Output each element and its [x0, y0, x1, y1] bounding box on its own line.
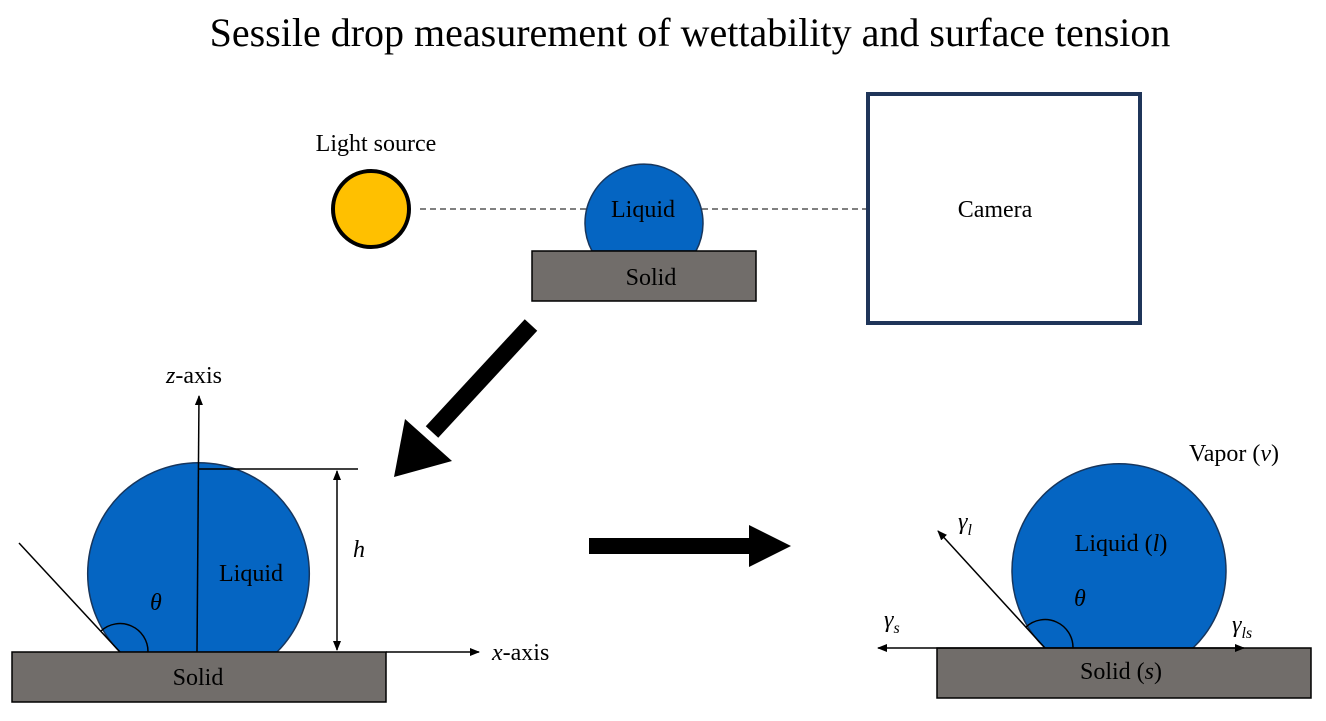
profile-panel: Solid Liquid z-axis x-axis h θ — [11, 363, 549, 703]
profile-tangent-line — [18, 542, 121, 653]
forces-liquid-label: Liquid (l) — [1075, 531, 1168, 557]
z-axis — [194, 395, 203, 653]
forces-solid-substrate — [936, 647, 1312, 699]
flow-arrows — [394, 319, 791, 567]
profile-solid-label: Solid — [173, 665, 224, 691]
gamma-s-label: γs — [884, 607, 900, 637]
z-axis-label: z-axis — [165, 363, 222, 389]
right-arrow-head — [749, 525, 791, 567]
forces-droplet — [1011, 462, 1227, 649]
camera-label: Camera — [958, 197, 1033, 223]
setup-solid-label: Solid — [626, 265, 677, 291]
down-arrow-shaft — [425, 319, 538, 438]
vapor-label: Vapor (v) — [1189, 441, 1279, 467]
x-axis-label: x-axis — [491, 640, 549, 666]
height-symbol: h — [353, 537, 365, 563]
down-arrow-head — [394, 419, 452, 477]
gamma-l-vector — [937, 530, 1046, 649]
profile-angle-arc — [100, 622, 149, 653]
setup-droplet — [584, 163, 704, 252]
light-source-label: Light source — [316, 131, 437, 157]
forces-panel: Solid (s) Liquid (l) Vapor (v) γl γs γls… — [877, 441, 1312, 699]
setup-solid-substrate — [531, 250, 757, 302]
gamma-l-label: γl — [958, 509, 972, 539]
setup-panel: Light source Liquid Solid Camera — [316, 92, 1142, 325]
profile-liquid-label: Liquid — [219, 561, 283, 587]
gamma-ls-label: γls — [1232, 612, 1252, 642]
forces-angle-symbol: θ — [1074, 586, 1086, 612]
profile-solid-substrate — [11, 651, 387, 703]
right-arrow-shaft — [589, 538, 751, 554]
setup-liquid-label: Liquid — [611, 197, 675, 223]
profile-angle-symbol: θ — [150, 590, 162, 616]
light-source-icon — [331, 169, 411, 249]
forces-solid-label: Solid (s) — [1080, 659, 1162, 685]
diagram-title: Sessile drop measurement of wettability … — [210, 10, 1171, 55]
forces-angle-arc — [1025, 618, 1074, 649]
camera-box — [866, 92, 1142, 325]
profile-droplet — [86, 461, 311, 653]
